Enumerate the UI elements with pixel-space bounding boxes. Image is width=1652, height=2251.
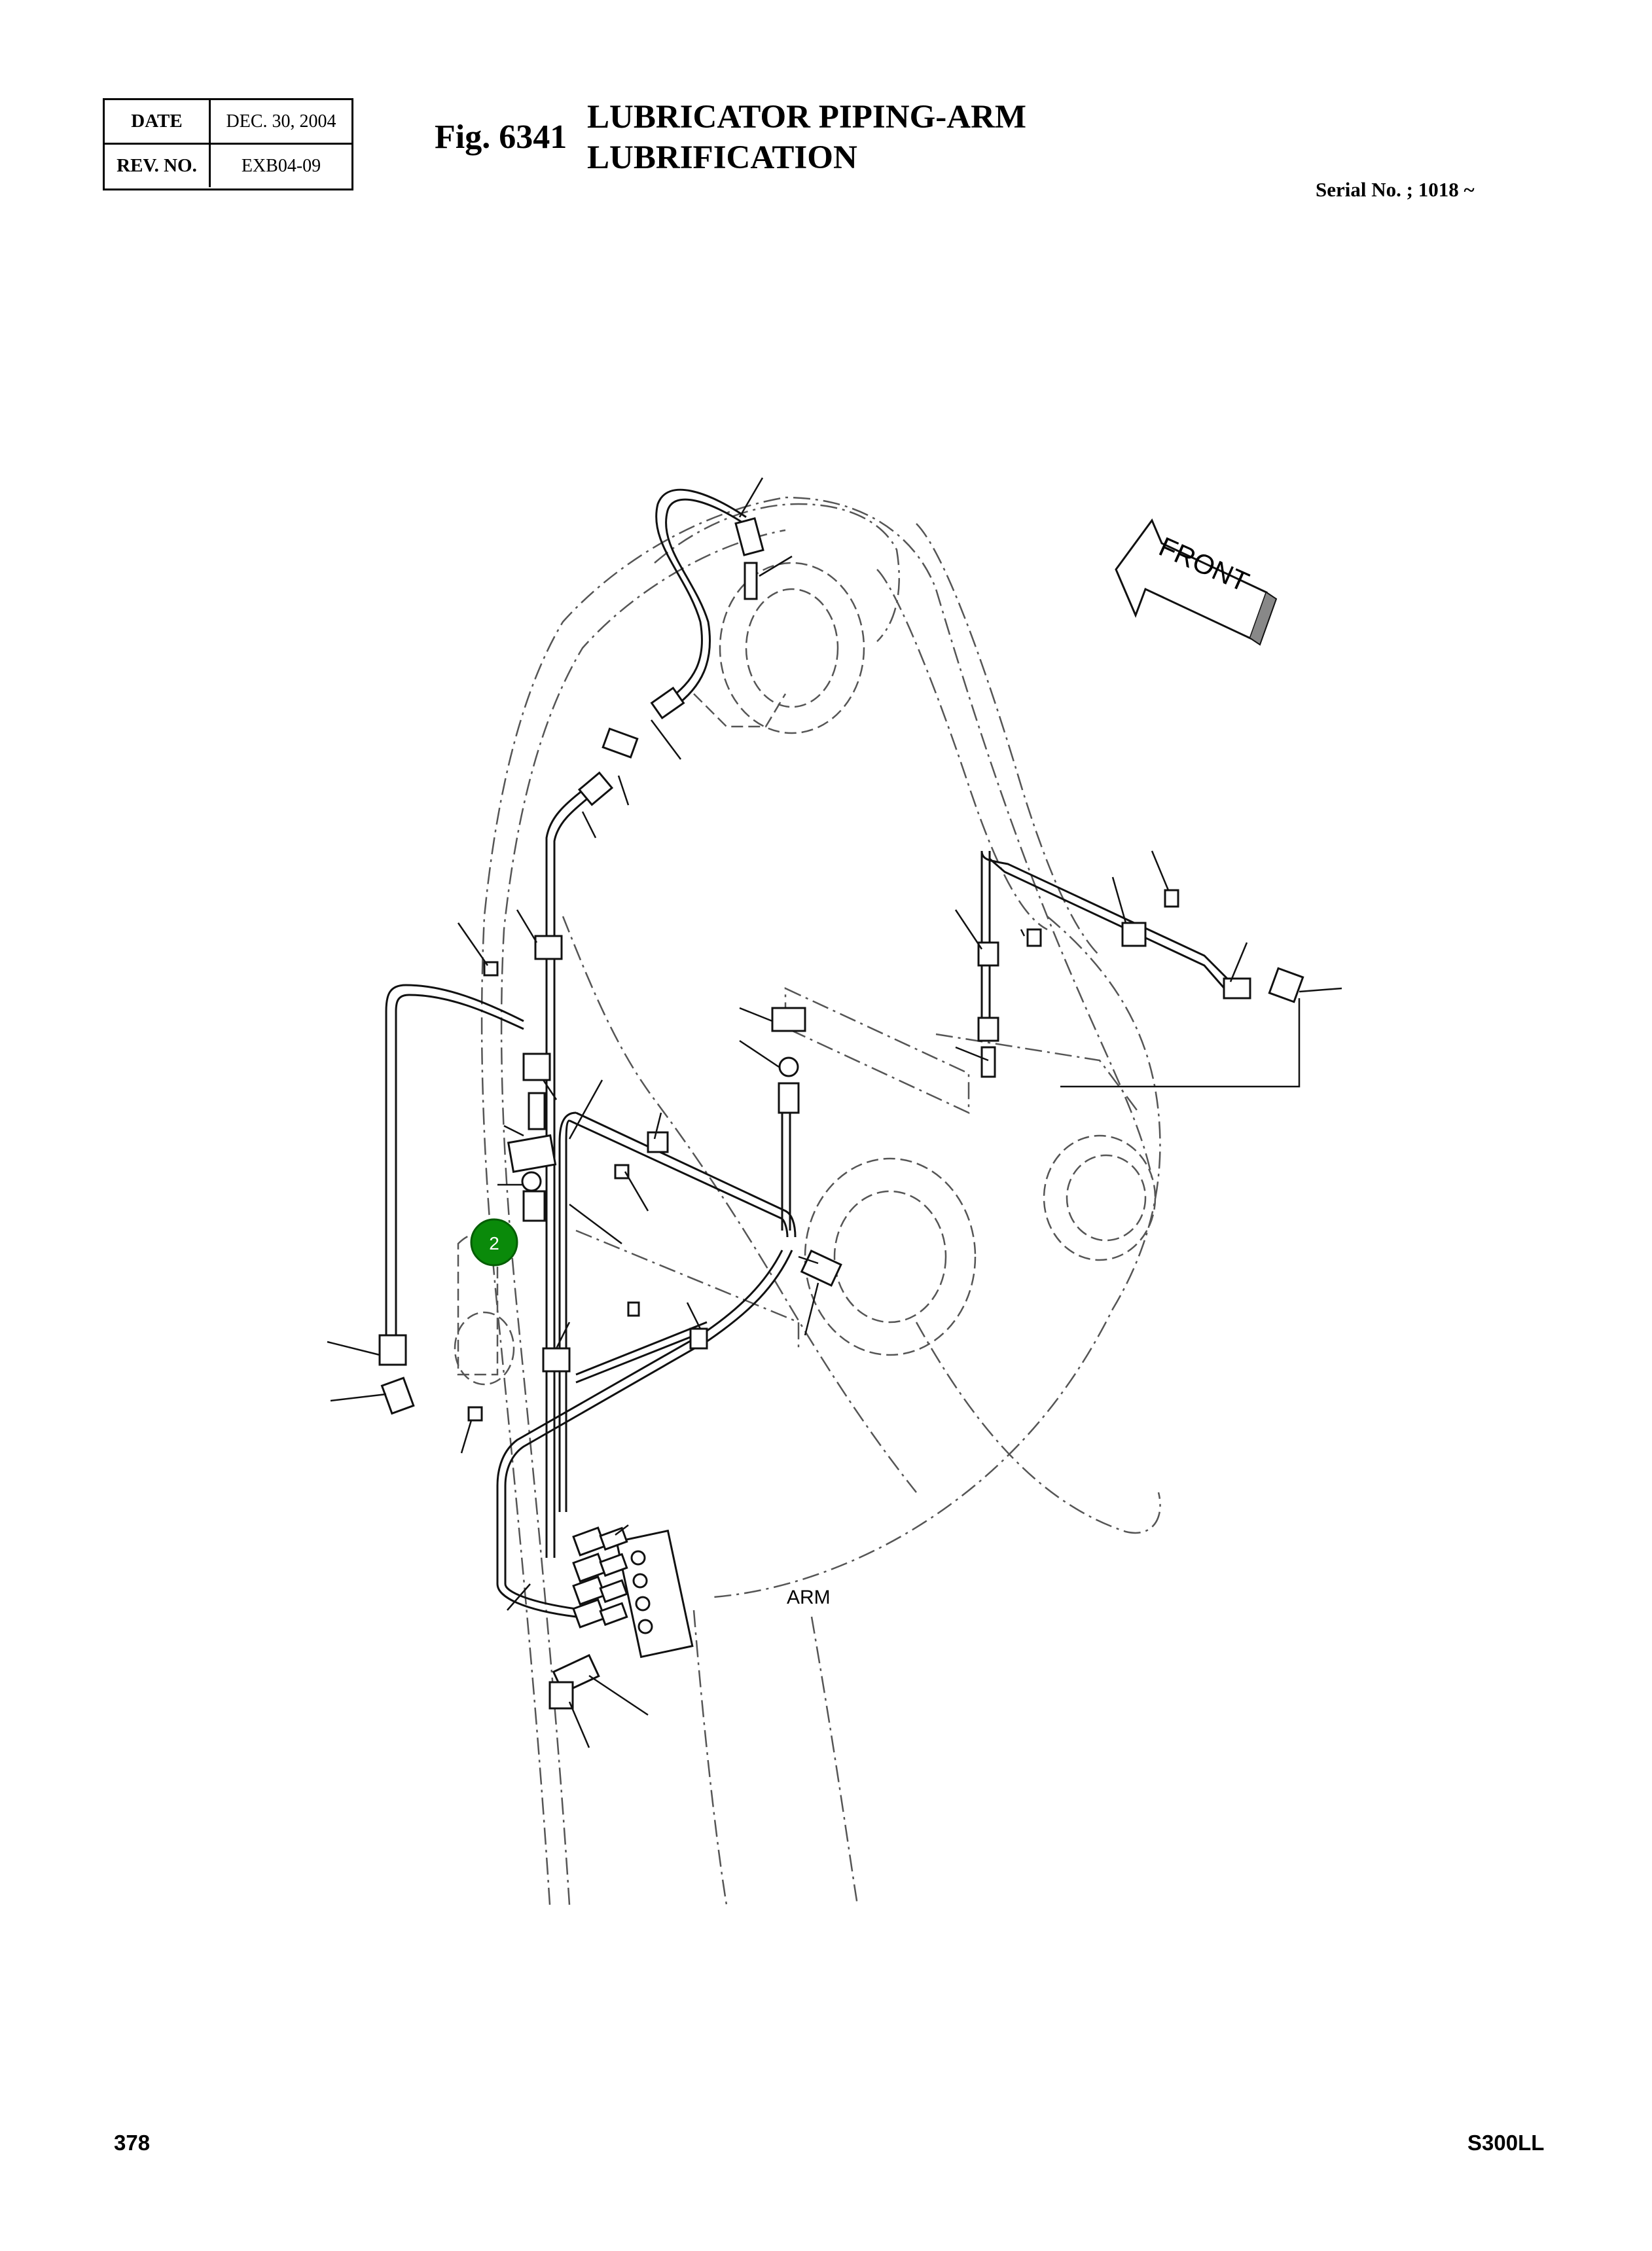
revision-row: REV. NO. EXB04-09 — [105, 145, 351, 187]
lubrication-pipes — [385, 488, 1232, 1618]
figure-title: LUBRICATOR PIPING-ARM LUBRIFICATION — [587, 97, 1026, 178]
callout-marker[interactable]: 2 — [470, 1218, 518, 1267]
model-code: S300LL — [1467, 2131, 1545, 2155]
revision-label: REV. NO. — [105, 145, 211, 187]
arm-outline — [480, 496, 1161, 1905]
date-row: DATE DEC. 30, 2004 — [105, 100, 351, 145]
figure-title-line-1: LUBRICATOR PIPING-ARM — [587, 99, 1027, 135]
fittings — [378, 517, 1304, 1710]
date-value: DEC. 30, 2004 — [226, 111, 336, 132]
page-number: 378 — [114, 2131, 151, 2155]
revision-value: EXB04-09 — [241, 155, 321, 176]
figure-number: Fig. 6341 — [435, 118, 567, 156]
callout-circle[interactable] — [470, 1218, 518, 1267]
pin-bosses — [454, 562, 1157, 1386]
serial-number: Serial No. ; 1018 ~ — [1316, 178, 1475, 201]
arm-label: ARM — [787, 1587, 831, 1608]
figure-title-line-2: LUBRIFICATION — [587, 139, 857, 176]
revision-table: DATE DEC. 30, 2004 REV. NO. EXB04-09 — [103, 98, 353, 190]
front-arrow: FRONT — [1115, 518, 1278, 646]
leader-lines — [327, 477, 1342, 1748]
date-label: DATE — [105, 100, 211, 143]
callout-number: 2 — [489, 1233, 499, 1253]
